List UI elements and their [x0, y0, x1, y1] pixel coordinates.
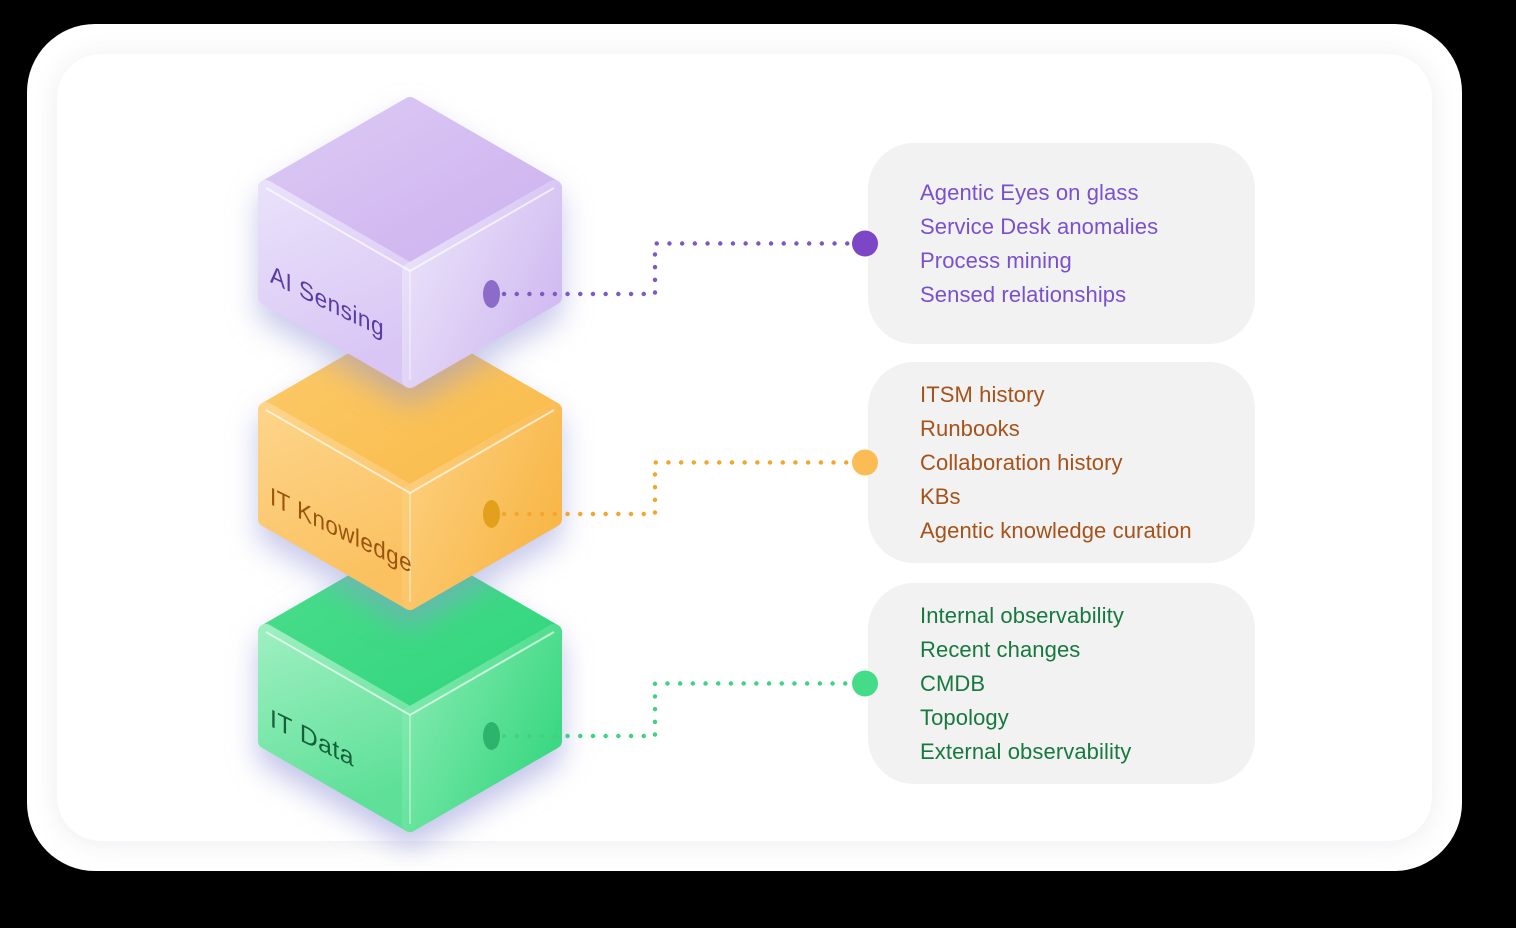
list-item: Collaboration history	[920, 449, 1123, 475]
capability-list: Internal observability Recent changes CM…	[920, 599, 1255, 769]
cube-ai-sensing: AI Sensing	[258, 97, 562, 388]
cube-edge-highlight	[265, 409, 555, 495]
list-item: Service Desk anomalies	[920, 213, 1159, 239]
list-item: Recent changes	[920, 636, 1081, 662]
list-item: External observability	[920, 738, 1132, 764]
cube-connector-dot	[483, 500, 500, 528]
cube-connector-dot	[483, 722, 500, 750]
panel-it-knowledge: ITSM history Runbooks Collaboration hist…	[868, 362, 1255, 563]
cube-it-knowledge: IT Knowledge	[258, 319, 562, 610]
list-item: Sensed relationships	[920, 281, 1127, 307]
capability-list: ITSM history Runbooks Collaboration hist…	[920, 378, 1255, 548]
list-item: Agentic Eyes on glass	[920, 179, 1139, 205]
list-item: Runbooks	[920, 415, 1020, 441]
list-item: Internal observability	[920, 602, 1124, 628]
cube-it-data: IT Data	[258, 541, 562, 832]
panel-ai-sensing: Agentic Eyes on glass Service Desk anoma…	[868, 143, 1255, 344]
list-item: CMDB	[920, 670, 986, 696]
capability-list: Agentic Eyes on glass Service Desk anoma…	[920, 176, 1255, 312]
list-item: KBs	[920, 483, 961, 509]
list-item: Agentic knowledge curation	[920, 517, 1192, 543]
list-item: ITSM history	[920, 381, 1045, 407]
panel-it-data: Internal observability Recent changes CM…	[868, 583, 1255, 784]
cube-edge-highlight	[265, 187, 555, 273]
cube-edge-highlight	[265, 631, 555, 717]
list-item: Topology	[920, 704, 1009, 730]
list-item: Process mining	[920, 247, 1072, 273]
cube-connector-dot	[483, 280, 500, 308]
